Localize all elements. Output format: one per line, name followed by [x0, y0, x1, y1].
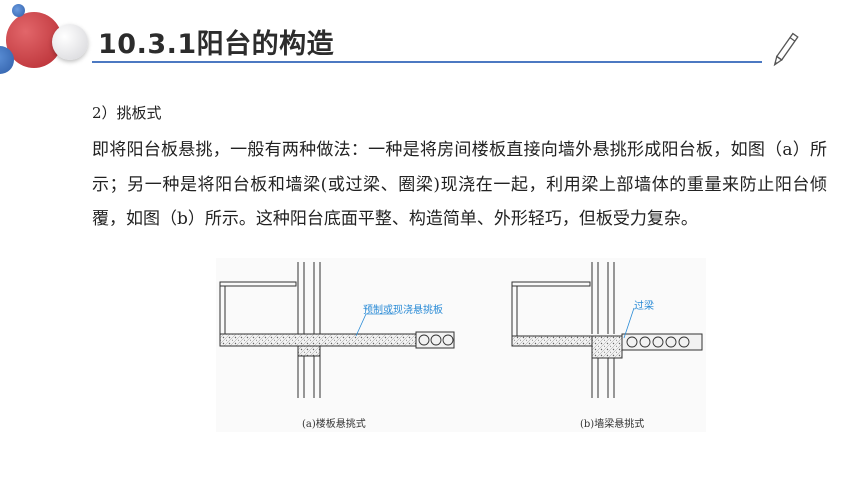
annotation-lintel: 过梁 [634, 301, 654, 312]
figure-drawing [219, 262, 703, 398]
decorative-circle-blue [0, 46, 14, 74]
diagram-a [219, 262, 455, 398]
title-underline [92, 61, 762, 63]
decorative-circle-grey [52, 24, 88, 60]
caption-a: (a)楼板悬挑式 [302, 419, 366, 430]
caption-b: (b)墙梁悬挑式 [580, 419, 645, 430]
body-paragraph: 即将阳台板悬挑，一般有两种做法：一种是将房间楼板直接向墙外悬挑形成阳台板，如图（… [92, 140, 827, 229]
annotation-cantilever-slab: 预制或现浇悬挑板 [363, 305, 443, 316]
page-title: 10.3.1阳台的构造 [98, 29, 335, 60]
construction-figure: 预制或现浇悬挑板 (a)楼板悬挑式 过梁 (b)墙梁悬挑式 [216, 258, 706, 432]
decorative-circle-blue-small [12, 4, 25, 17]
section-subtitle: 2）挑板式 [92, 104, 162, 122]
diagram-b [511, 262, 703, 398]
pencil-icon [773, 32, 799, 67]
